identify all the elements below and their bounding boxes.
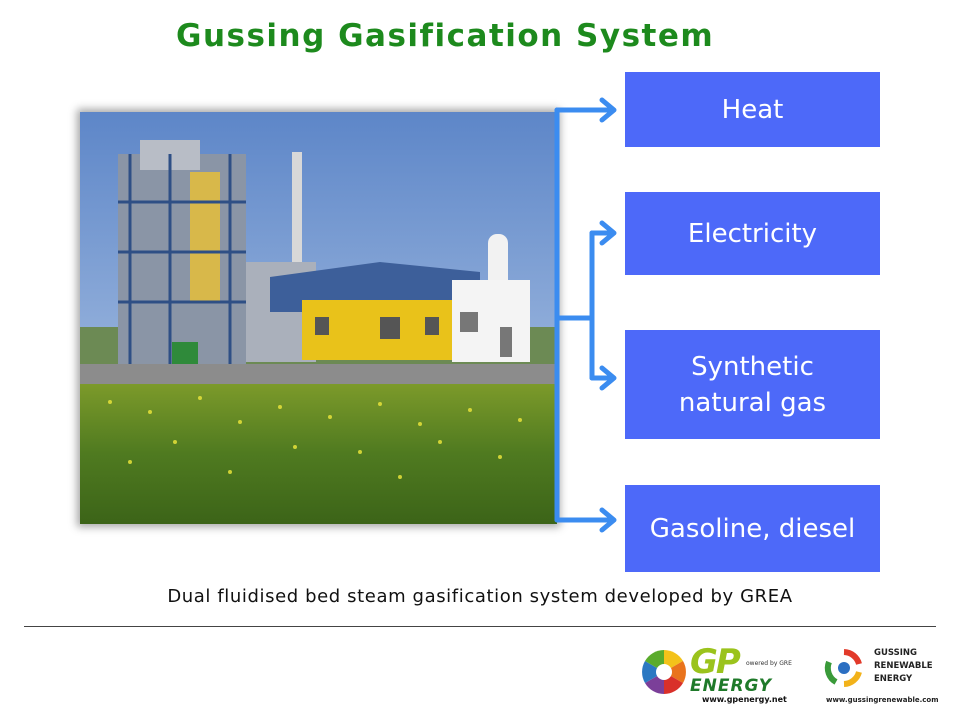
recycle-arrows-icon xyxy=(824,649,862,687)
footer-divider xyxy=(24,626,936,627)
gp-mark: GP xyxy=(690,642,741,682)
output-label: Synthetic natural gas xyxy=(678,351,827,418)
arrowhead-electricity xyxy=(599,220,617,246)
output-label: Gasoline, diesel xyxy=(649,513,856,544)
output-box-gasoline-diesel: Gasoline, diesel xyxy=(625,485,880,572)
gre-line-1: GUSSING xyxy=(874,648,917,658)
gp-energy-word: ENERGY xyxy=(690,676,773,696)
output-label: Heat xyxy=(721,94,784,125)
gp-powered-by: owered by GRE xyxy=(746,660,792,667)
slide-title: Gussing Gasification System xyxy=(176,18,715,54)
output-box-synthetic-natural-gas: Synthetic natural gas xyxy=(625,330,880,439)
output-box-electricity: Electricity xyxy=(625,192,880,275)
gussing-renewable-logo: GUSSING RENEWABLE ENERGY www.gussingrene… xyxy=(818,642,943,708)
arrowhead-gasoline xyxy=(599,507,617,533)
gp-url: www.gpenergy.net xyxy=(702,695,787,704)
gre-line-2: RENEWABLE xyxy=(874,661,933,671)
gre-url: www.gussingrenewable.com xyxy=(826,696,939,704)
output-label: Electricity xyxy=(687,218,818,249)
gre-line-3: ENERGY xyxy=(874,674,913,684)
arrowhead-heat xyxy=(599,97,617,123)
gp-sun-icon xyxy=(642,650,686,694)
plant-photo xyxy=(80,112,557,524)
figure-caption: Dual fluidised bed steam gasification sy… xyxy=(167,586,793,607)
arrowhead-sng xyxy=(599,365,617,391)
gp-energy-logo: GP owered by GRE ENERGY www.gpenergy.net xyxy=(640,640,800,706)
output-box-heat: Heat xyxy=(625,72,880,147)
